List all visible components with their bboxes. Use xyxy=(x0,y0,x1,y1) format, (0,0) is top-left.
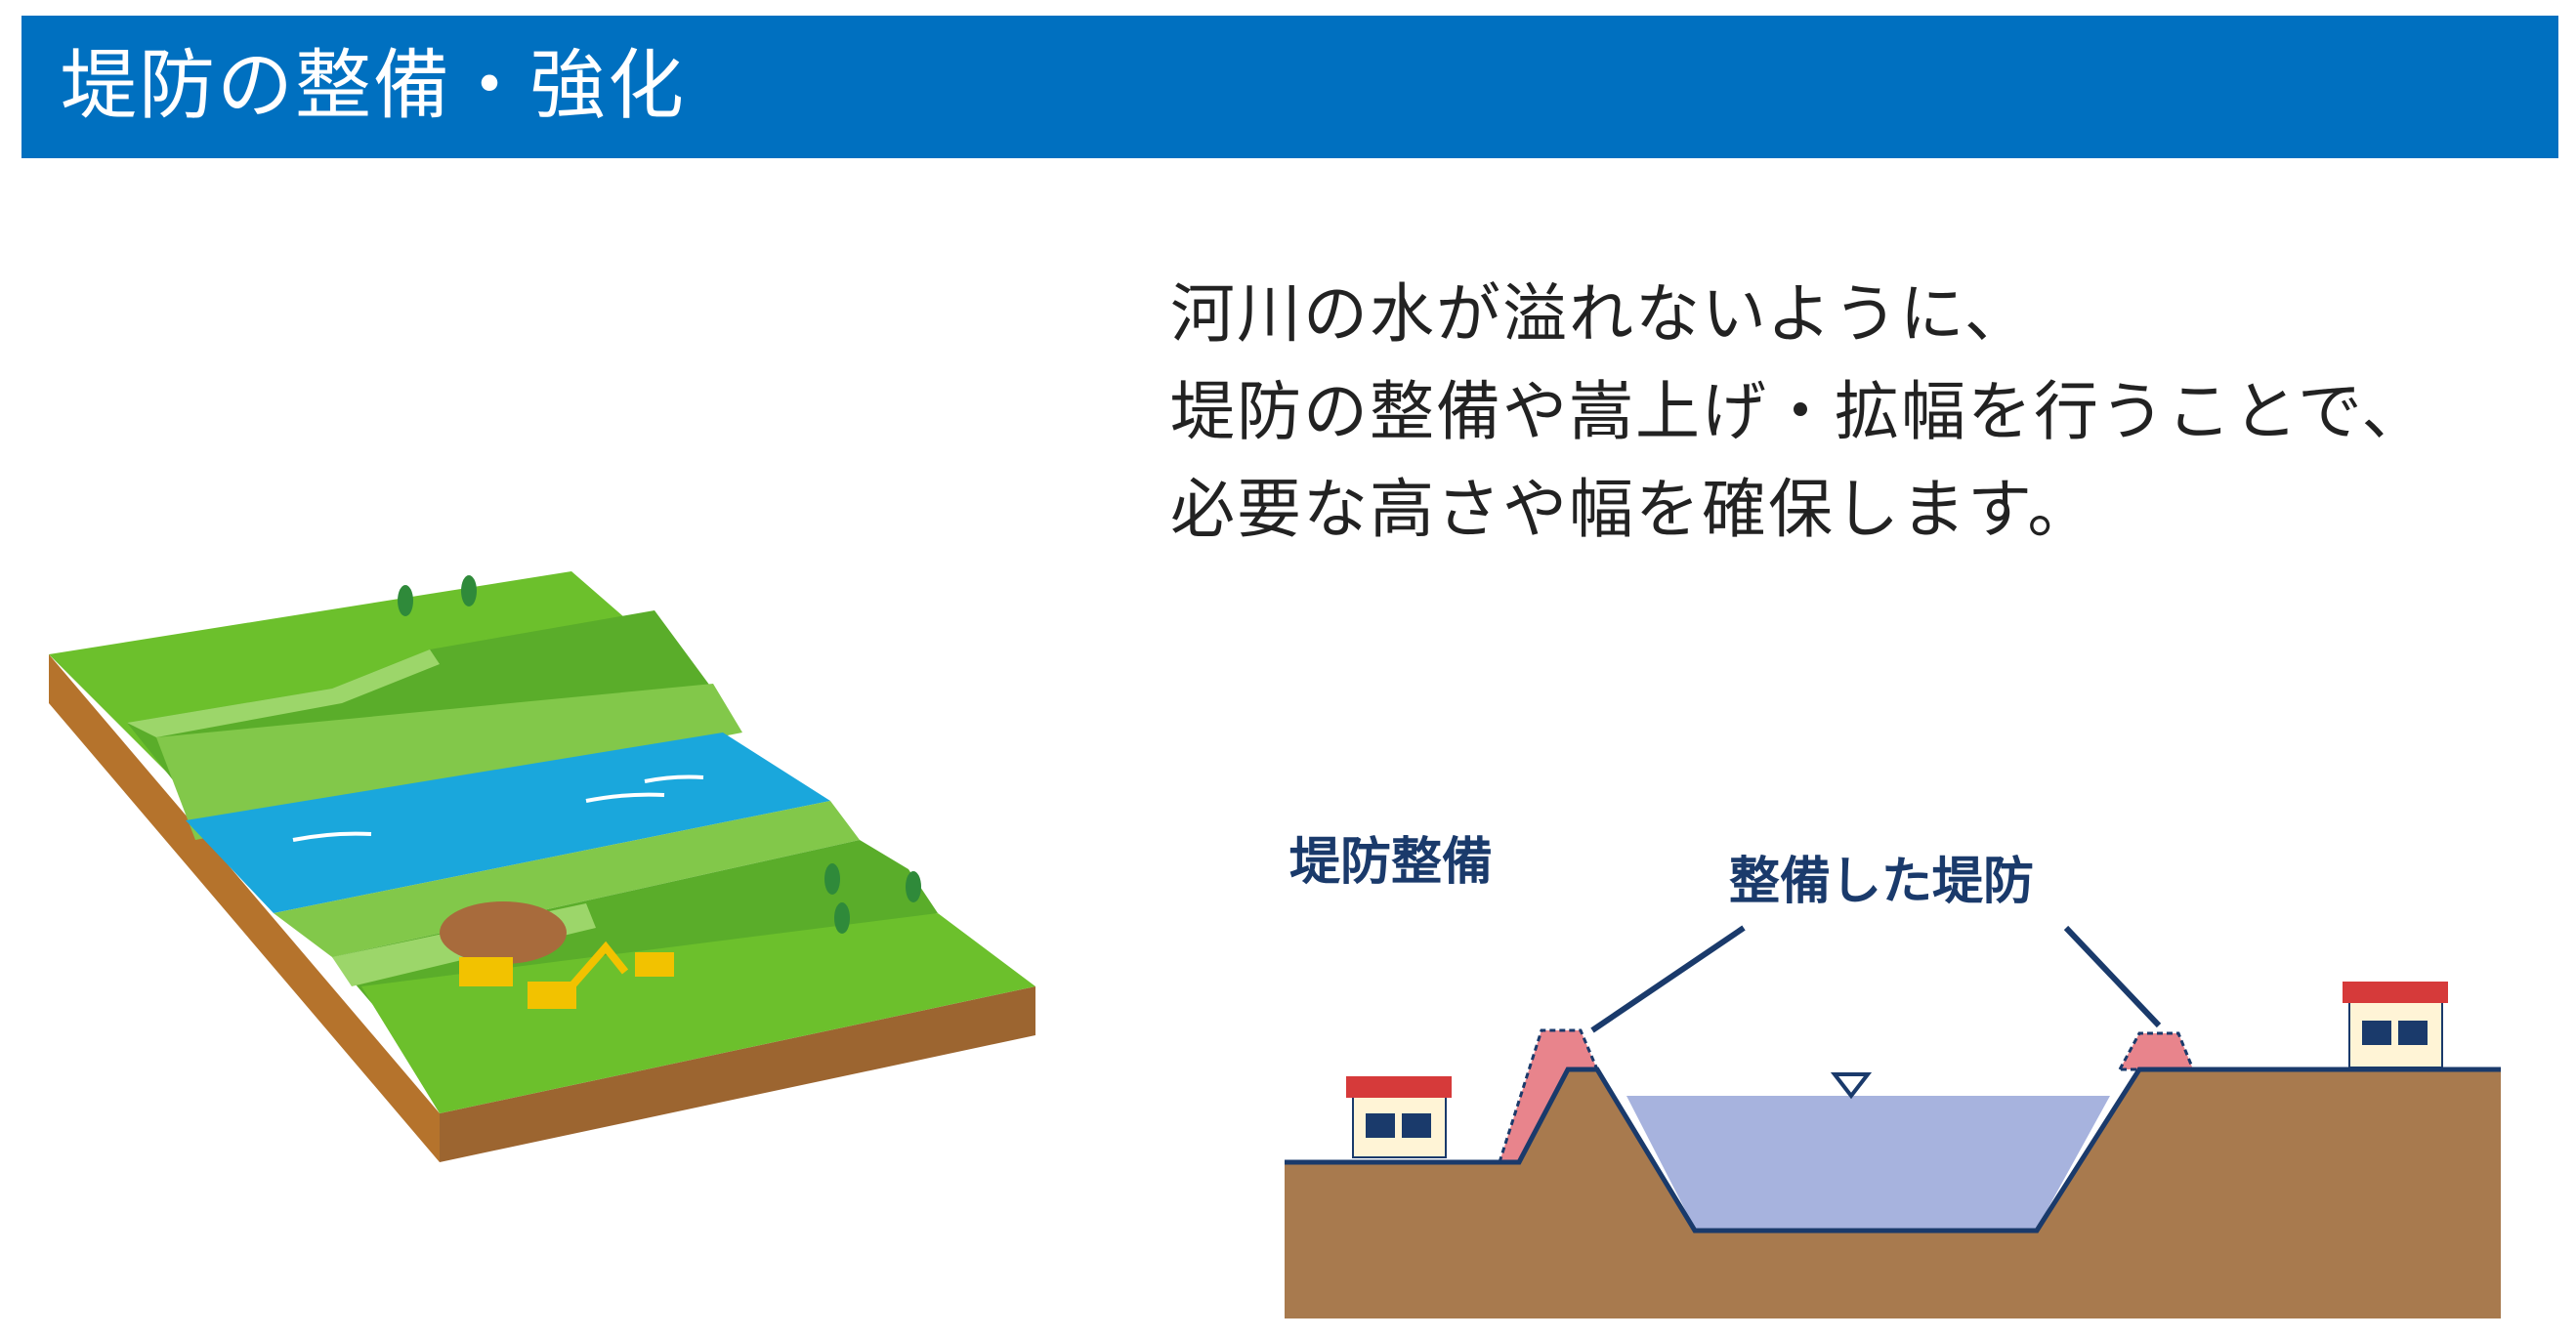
dump-truck-icon xyxy=(459,957,513,986)
ground-section xyxy=(1285,1069,2501,1318)
ground-outline xyxy=(1285,1067,2501,1234)
water-level-marker-icon xyxy=(1830,1072,1873,1100)
leader-line-left xyxy=(1590,925,1746,1033)
levee-cross-section-diagram: 堤防整備 整備した堤防 xyxy=(1285,833,2501,1318)
label-levee-maintenance: 堤防整備 xyxy=(1289,833,1493,892)
new-levee-right xyxy=(2117,1031,2196,1071)
description-line-3: 必要な高さや幅を確保します。 xyxy=(1170,472,2094,547)
page-title: 堤防の整備・強化 xyxy=(61,42,687,130)
tree-icon xyxy=(398,575,921,934)
excavator-arm xyxy=(568,941,629,989)
description-line-1: 河川の水が溢れないように、 xyxy=(1170,276,2031,352)
soil-pile xyxy=(440,901,567,964)
description-text: 河川の水が溢れないように、 堤防の整備や嵩上げ・拡幅を行うことで、 必要な高さや… xyxy=(1170,266,2557,559)
far-levee-slope xyxy=(127,649,440,737)
near-bank-ground xyxy=(361,913,1035,1113)
leader-line-right xyxy=(2063,925,2162,1028)
bulldozer-icon xyxy=(635,952,674,977)
house-left-icon xyxy=(1346,1076,1452,1158)
river-levee-illustration xyxy=(49,571,1035,1162)
near-levee-bank xyxy=(274,801,860,957)
title-bar: 堤防の整備・強化 xyxy=(21,16,2558,158)
label-improved-levee: 整備した堤防 xyxy=(1729,853,2034,911)
far-levee-bank xyxy=(156,684,742,840)
soil-front-side xyxy=(440,986,1035,1162)
soil-left-side xyxy=(49,654,440,1162)
river-water-section xyxy=(1626,1096,2110,1229)
house-right-icon xyxy=(2343,982,2448,1068)
description-line-2: 堤防の整備や嵩上げ・拡幅を行うことで、 xyxy=(1170,374,2428,449)
excavator-icon xyxy=(528,982,576,1009)
river-ripple xyxy=(292,774,704,842)
